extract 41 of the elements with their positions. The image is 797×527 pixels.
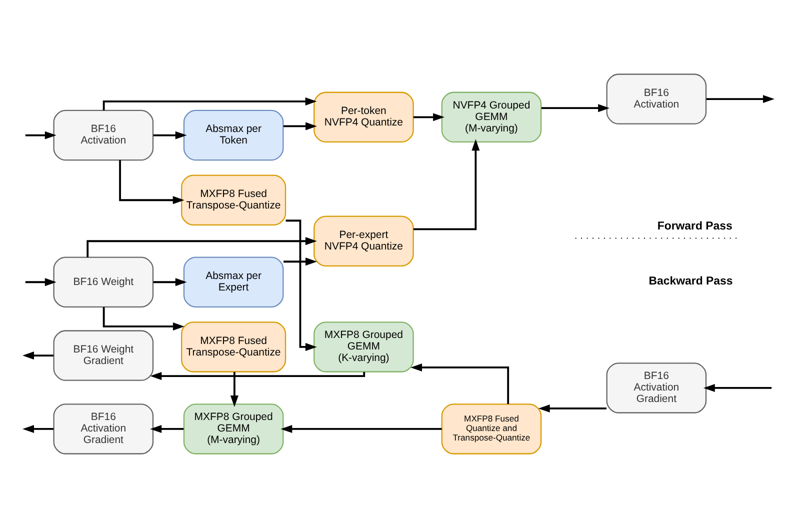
label: Forward Pass xyxy=(657,220,732,232)
node-box: MXFP8 Fused Transpose-Quantize xyxy=(181,321,286,372)
node-box: BF16 Activation Gradient xyxy=(606,362,707,413)
arrow xyxy=(102,96,317,110)
arrow xyxy=(280,424,442,432)
node-box: MXFP8 Fused Transpose-Quantize xyxy=(181,174,286,225)
node-box: MXFP8 Grouped GEMM (M-varying) xyxy=(183,403,284,454)
label: Backward Pass xyxy=(648,275,733,288)
arrow xyxy=(230,372,238,406)
arrow xyxy=(102,306,184,330)
node-box: BF16 Activation Gradient xyxy=(53,403,154,454)
node-box: MXFP8 Grouped GEMM (K-varying) xyxy=(314,321,414,372)
node-box: Absmax per Token xyxy=(183,109,284,160)
node-box: BF16 Weight Gradient xyxy=(53,330,154,380)
arrow xyxy=(703,383,772,392)
arrow xyxy=(284,257,317,266)
node-box: Per-token NVFP4 Quantize xyxy=(314,91,414,142)
node-box: Per-expert NVFP4 Quantize xyxy=(314,215,414,266)
node-box: BF16 Activation xyxy=(606,73,707,124)
arrow xyxy=(286,219,317,350)
arrow xyxy=(413,138,480,230)
arrow xyxy=(22,351,54,360)
arrow xyxy=(541,104,610,112)
arrow xyxy=(413,112,444,121)
arrow xyxy=(410,362,510,404)
arrow xyxy=(153,130,187,139)
arrow xyxy=(25,130,56,139)
arrow xyxy=(150,424,184,432)
arrow xyxy=(25,278,56,286)
arrow xyxy=(22,424,54,432)
arrow xyxy=(153,278,187,286)
node-box: BF16 Activation xyxy=(53,109,154,160)
node-box: NVFP4 Grouped GEMM (M-varying) xyxy=(441,91,542,142)
arrow xyxy=(284,122,317,130)
arrow xyxy=(706,94,774,103)
node-box: Absmax per Expert xyxy=(183,256,284,307)
arrow xyxy=(150,372,366,380)
arrow xyxy=(119,160,184,204)
node-box: BF16 Weight xyxy=(53,256,154,307)
node-box: MXFP8 Fused Quantize and Transpose-Quantize xyxy=(441,403,542,454)
arrow xyxy=(538,404,606,412)
